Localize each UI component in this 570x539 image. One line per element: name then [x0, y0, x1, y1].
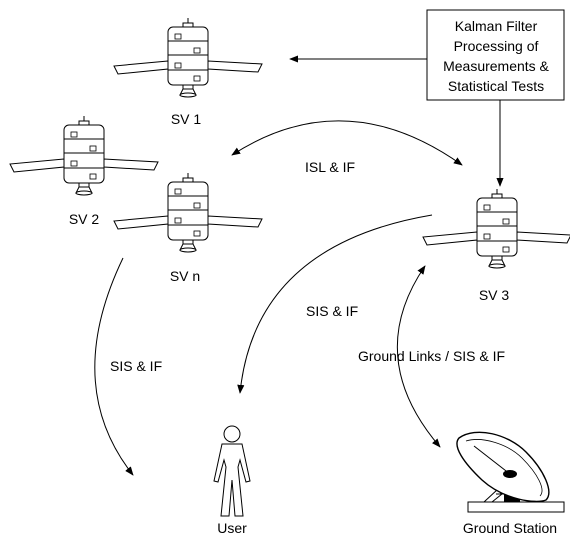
sis-center-label: SIS & IF: [306, 303, 358, 319]
isl-link-label: ISL & IF: [305, 159, 355, 175]
kalman-filter-line-2: Processing of: [454, 38, 539, 54]
sv2-label: SV 2: [69, 211, 100, 227]
kalman-filter-line-1: Kalman Filter: [455, 18, 538, 34]
satellite-icon: [423, 189, 570, 268]
satellite-icon: [114, 173, 262, 252]
sv1-label: SV 1: [171, 111, 202, 127]
sis-left-label: SIS & IF: [110, 358, 162, 374]
kalman-filter-line-4: Statistical Tests: [448, 78, 544, 94]
kalman-filter-box: Kalman Filter Processing of Measurements…: [427, 10, 564, 100]
satellite-icon: [114, 18, 262, 97]
svn-label: SV n: [170, 268, 200, 284]
satellite-icon: [10, 116, 158, 195]
kalman-filter-line-3: Measurements &: [443, 58, 549, 74]
user-icon: [214, 426, 250, 516]
sv3-label: SV 3: [479, 287, 510, 303]
ground-station-label: Ground Station: [463, 520, 557, 536]
ground-link-label: Ground Links / SIS & IF: [358, 348, 505, 364]
dish-antenna-icon: [457, 432, 564, 512]
user-label: User: [217, 520, 247, 536]
